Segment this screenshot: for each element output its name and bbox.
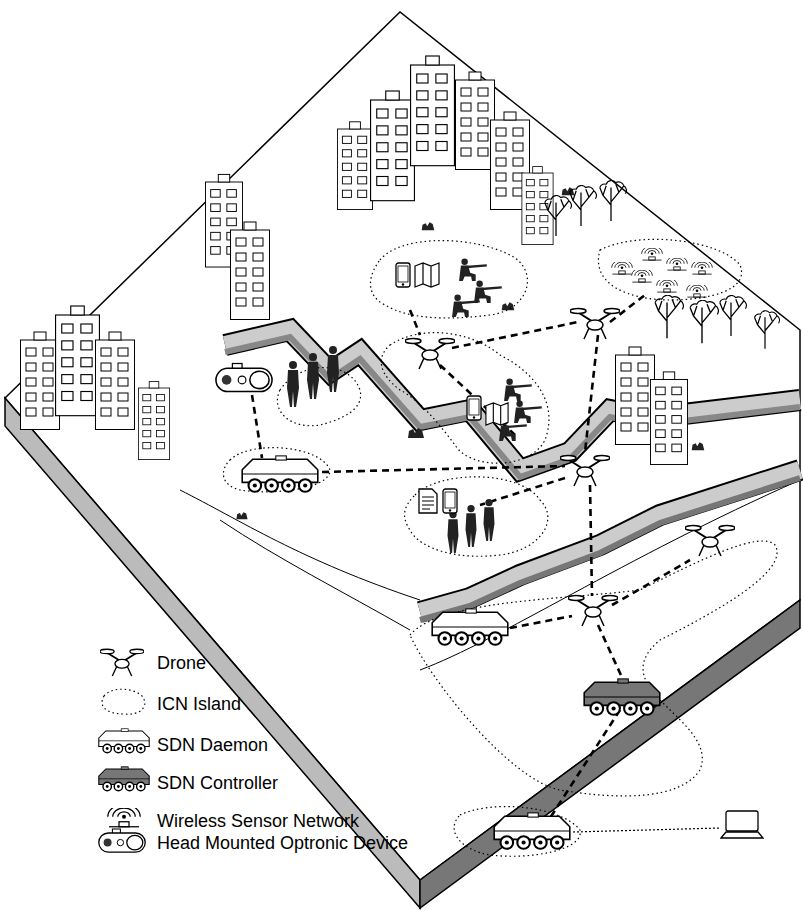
vehicle-icon — [242, 456, 660, 849]
optronic-icon — [216, 364, 272, 392]
legend-label: Drone — [157, 652, 206, 674]
laptop-icon — [721, 811, 763, 838]
road — [420, 480, 800, 670]
legend-label: ICN Island — [157, 693, 241, 715]
soldier — [287, 258, 542, 553]
ground-side — [5, 398, 420, 908]
legend-label: Head Mounted Optronic Device — [157, 832, 408, 854]
building — [21, 56, 688, 465]
device-icon — [396, 263, 508, 513]
legend-icon — [99, 649, 149, 852]
rubble — [236, 187, 704, 519]
legend-label: SDN Daemon — [157, 734, 268, 756]
icn-island — [223, 239, 777, 856]
ground-top — [5, 12, 800, 880]
sensor-node — [612, 246, 713, 297]
tree — [545, 181, 780, 349]
road — [180, 490, 420, 630]
drone-icon — [405, 309, 735, 627]
ground-side — [420, 600, 800, 908]
legend-label: Wireless Sensor Network — [157, 810, 359, 832]
link — [252, 295, 690, 818]
cable — [573, 828, 720, 832]
legend-label: SDN Controller — [157, 772, 278, 794]
trench-wall — [225, 330, 800, 620]
